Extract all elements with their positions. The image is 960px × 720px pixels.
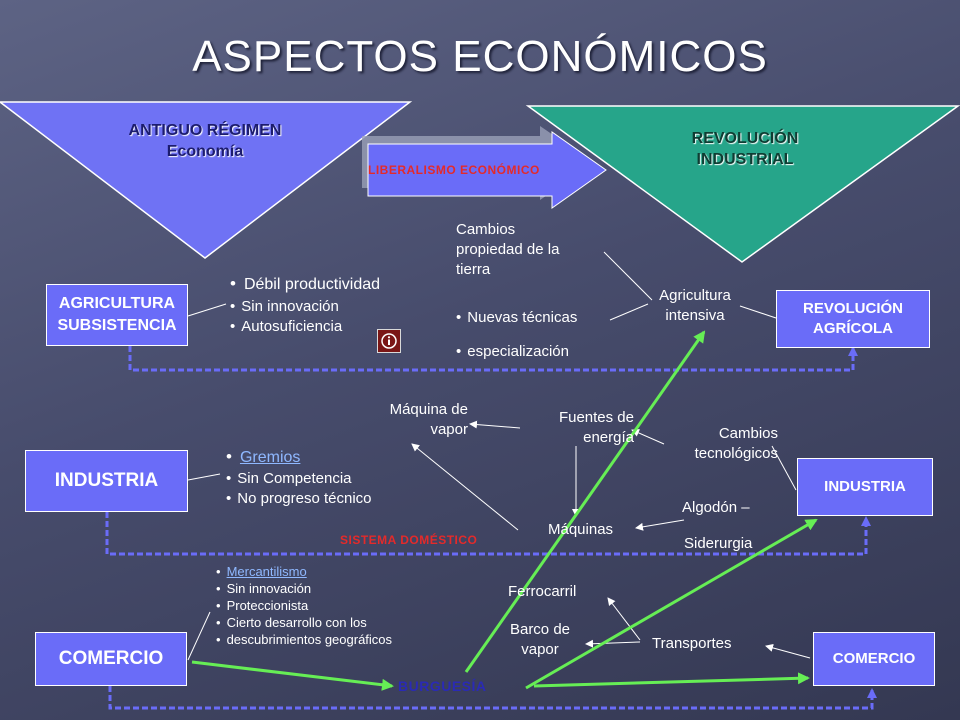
industria-left-box: INDUSTRIA — [25, 450, 188, 512]
liberalismo-label: LIBERALISMO ECONÓMICO — [368, 163, 540, 177]
list-item: Proteccionista — [216, 597, 392, 614]
green-arrow-agricultura — [464, 330, 706, 673]
mercantilismo-link[interactable]: Mercantilismo — [226, 564, 307, 579]
green-arrow-industria — [525, 518, 818, 690]
cambios-tecnologicos-text: Cambios tecnológicos — [694, 425, 778, 462]
connector-agricultura — [128, 346, 858, 372]
list-item: Autosuficiencia — [230, 317, 380, 337]
siderurgia-text: Siderurgia — [684, 535, 753, 552]
list-item: Cierto desarrollo con los — [216, 614, 392, 631]
agricultura-intensiva-text: Agricultura intensiva — [659, 287, 731, 324]
agricultura-subsistencia-box: AGRICULTURA SUBSISTENCIA — [46, 284, 188, 346]
revolucion-agricola-box: REVOLUCIÓN AGRÍCOLA — [776, 290, 930, 348]
comercio-bullets: Mercantilismo Sin innovación Proteccioni… — [216, 563, 392, 648]
algodon-text: Algodón – — [682, 499, 750, 516]
page-title: ASPECTOS ECONÓMICOS — [192, 32, 768, 81]
antiguo-regimen-label: ANTIGUO RÉGIMEN Economía — [128, 122, 282, 160]
fuentes-energia-text: Fuentes de energía — [558, 409, 634, 446]
list-item: Débil productividad — [230, 272, 380, 297]
list-item: Sin Competencia — [226, 469, 372, 489]
industria-bullets: Gremios Sin Competencia No progreso técn… — [226, 446, 372, 509]
revolucion-industrial-triangle — [525, 105, 960, 263]
list-item: Sin innovación — [230, 297, 380, 317]
liberalismo-arrow — [367, 131, 607, 209]
agri-bullets: Nuevas técnicas especialización — [456, 308, 577, 362]
maquinas-text: Máquinas — [548, 521, 614, 538]
list-item: Sin innovación — [216, 580, 392, 597]
burguesia-label: BURGUESÍA — [398, 678, 487, 694]
list-item: Gremios — [226, 446, 372, 469]
info-icon[interactable] — [377, 329, 401, 353]
connector-comercio — [108, 686, 877, 710]
comercio-right-box: COMERCIO — [813, 632, 935, 686]
list-item: Mercantilismo — [216, 563, 392, 580]
gremios-link[interactable]: Gremios — [239, 449, 301, 466]
comercio-left-box: COMERCIO — [35, 632, 187, 686]
green-arrow-comercio — [533, 672, 810, 688]
transportes-text: Transportes — [652, 635, 732, 652]
maquina-vapor-text: Máquina de vapor — [389, 401, 468, 438]
industria-right-box: INDUSTRIA — [797, 458, 933, 516]
barco-vapor-text: Barco de vapor — [509, 621, 571, 658]
list-item: No progreso técnico — [226, 489, 371, 509]
cambios-propiedad-text: Cambios propiedad de la tierra — [456, 221, 560, 278]
sistema-domestico-label: SISTEMA DOMÉSTICO — [340, 533, 478, 547]
list-item-continued: descubrimientos geográficos — [216, 631, 392, 648]
list-item: especialización — [456, 342, 577, 362]
agricultura-bullets: Débil productividad Sin innovación Autos… — [230, 272, 380, 337]
revolucion-industrial-label: REVOLUCIÓN INDUSTRIAL — [691, 130, 799, 168]
list-item: Nuevas técnicas — [456, 308, 577, 328]
green-arrow-burguesia — [191, 660, 394, 691]
antiguo-regimen-triangle — [0, 101, 413, 259]
ferrocarril-text: Ferrocarril — [508, 583, 577, 600]
connector-industria — [105, 512, 871, 556]
